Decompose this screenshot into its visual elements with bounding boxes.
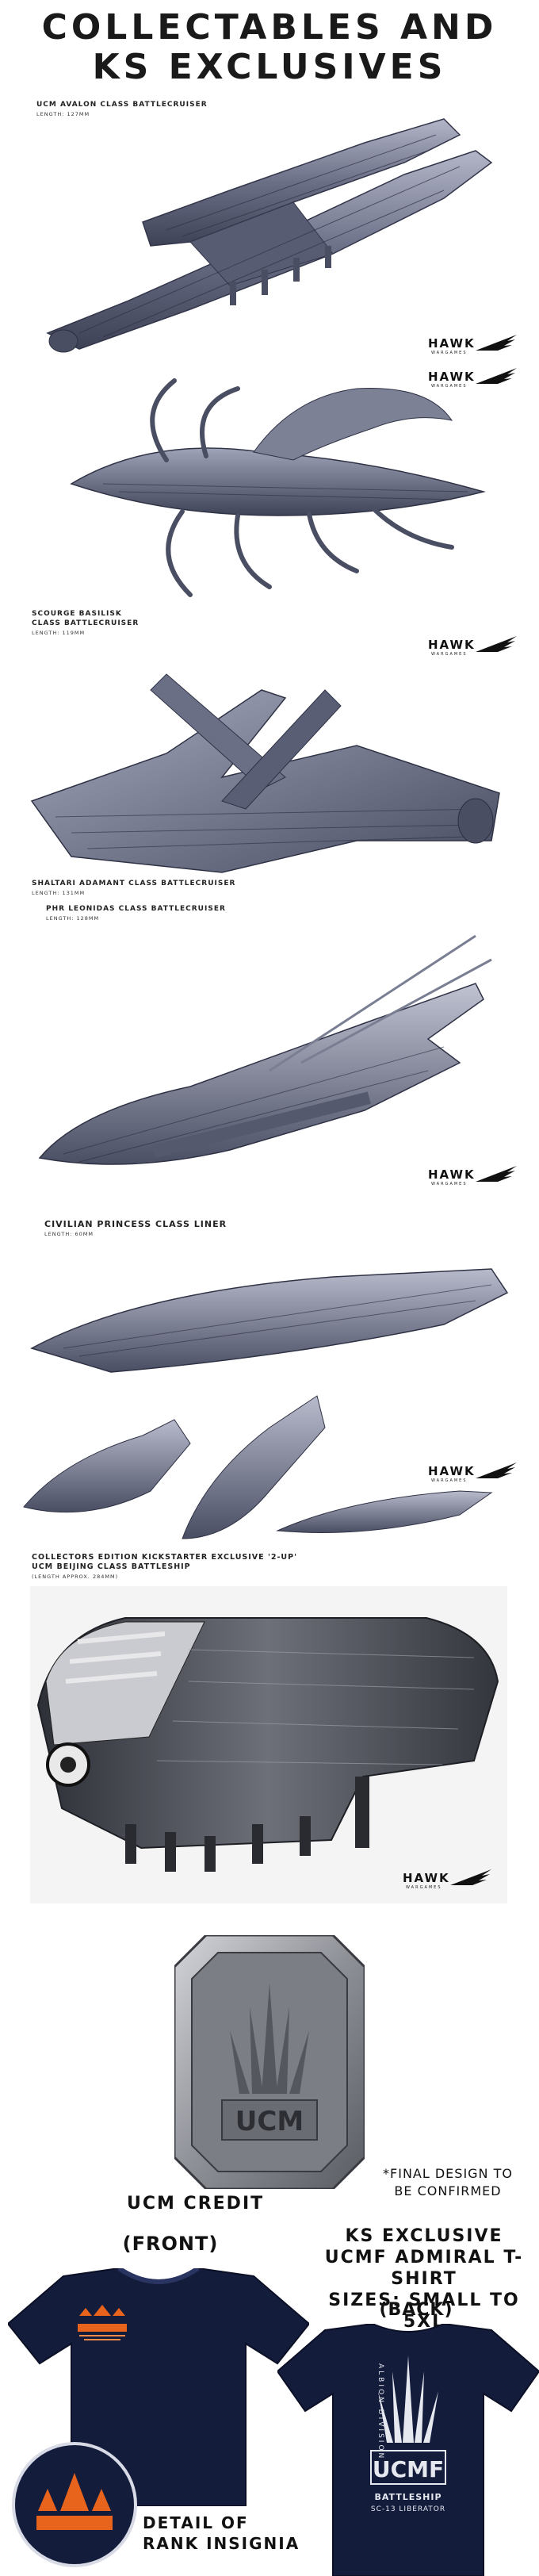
basilisk-caption: SCOURGE BASILISK CLASS BATTLECRUISER LEN… (32, 609, 139, 638)
ucm-credit-label: UCM CREDIT (127, 2194, 265, 2214)
collectors-line3: (LENGTH APPROX. 284MM) (32, 1574, 119, 1580)
tshirt-back: UCMF BATTLESHIP SC-13 LIBERATOR ALBION D… (277, 2324, 539, 2576)
hawk-wing-icon (476, 368, 517, 384)
princess-length: LENGTH: 60MM (44, 1231, 94, 1237)
hawk-logo-sub: WARGAMES (431, 1182, 468, 1186)
back-line1: BATTLESHIP (374, 2492, 442, 2502)
hawk-logo-text: HAWK (428, 638, 476, 652)
hawk-logo-4: HAWK WARGAMES (428, 1164, 523, 1196)
beijing-battleship-photo: HAWK WARGAMES (30, 1586, 507, 1903)
hawk-logo-5: HAWK WARGAMES (428, 1461, 523, 1493)
collectors-line1: COLLECTORS EDITION KICKSTARTER EXCLUSIVE… (32, 1553, 297, 1562)
leonidas-battlecruiser-render (38, 934, 492, 1165)
adamant-caption: SHALTARI ADAMANT CLASS BATTLECRUISER LEN… (32, 879, 235, 898)
hawk-logo-sub: WARGAMES (406, 1885, 442, 1890)
basilisk-name-line1: SCOURGE BASILISK (32, 610, 122, 618)
beijing-battleship-render (36, 1617, 499, 1872)
hawk-wing-icon (476, 1166, 517, 1182)
hawk-wing-icon (476, 636, 517, 652)
hawk-logo-sub: WARGAMES (431, 652, 468, 657)
leonidas-caption: PHR LEONIDAS CLASS BATTLECRUISER LENGTH:… (46, 904, 226, 923)
ucm-credit-coin: UCM (174, 1935, 365, 2189)
adamant-length: LENGTH: 131MM (32, 890, 86, 896)
back-wing-emblem-icon (378, 2356, 438, 2443)
leonidas-name: PHR LEONIDAS CLASS BATTLECRUISER (46, 905, 226, 913)
back-label: (BACK) (379, 2300, 453, 2320)
insignia-caption-line2: RANK INSIGNIA (143, 2534, 300, 2553)
page-title-line2: KS EXCLUSIVES (92, 47, 447, 87)
coin-text: UCM (235, 2106, 304, 2137)
princess-liner-render (23, 1268, 509, 1539)
hawk-logo-sub: WARGAMES (431, 351, 468, 355)
princess-caption: CIVILIAN PRINCESS CLASS LINER LENGTH: 60… (44, 1220, 227, 1239)
hawk-logo-3: HAWK WARGAMES (428, 634, 523, 666)
page-title-line1: COLLECTABLES AND (41, 7, 498, 48)
basilisk-battlecruiser-render (70, 378, 486, 597)
hawk-wing-icon (476, 335, 517, 351)
credit-note: *FINAL DESIGN TO BE CONFIRMED (373, 2165, 523, 2200)
back-logo-text: UCMF (373, 2456, 444, 2482)
hawk-logo-text: HAWK (428, 1464, 476, 1478)
hawk-wing-icon (476, 1462, 517, 1478)
tshirt-heading-line3: SIZES: SMALL TO 5XL (328, 2290, 520, 2332)
adamant-battlecruiser-render (30, 673, 500, 873)
rank-insignia-icon (36, 2473, 113, 2530)
avalon-length: LENGTH: 127MM (36, 111, 90, 117)
back-vertical-text: ALBION DIVISION (377, 2363, 384, 2460)
hawk-logo-sub: WARGAMES (431, 1478, 468, 1483)
insignia-caption-line1: DETAIL OF (143, 2513, 249, 2532)
hawk-logo-text: HAWK (428, 336, 476, 351)
insignia-caption: DETAIL OF RANK INSIGNIA (143, 2513, 300, 2554)
princess-name: CIVILIAN PRINCESS CLASS LINER (44, 1219, 227, 1229)
rank-insignia-detail (12, 2442, 137, 2567)
tshirt-heading-line2: UCMF ADMIRAL T-SHIRT (324, 2248, 524, 2289)
front-rank-emblem-icon (78, 2305, 127, 2332)
tshirt-heading: KS EXCLUSIVE UCMF ADMIRAL T-SHIRT SIZES:… (309, 2225, 539, 2333)
adamant-name: SHALTARI ADAMANT CLASS BATTLECRUISER (32, 880, 236, 887)
credit-note-line2: BE CONFIRMED (394, 2183, 502, 2198)
hawk-logo-1: HAWK WARGAMES (428, 333, 523, 365)
hawk-logo-sub: WARGAMES (431, 384, 468, 389)
avalon-caption: UCM AVALON CLASS BATTLECRUISER LENGTH: 1… (36, 100, 208, 119)
hawk-logo-2: HAWK WARGAMES (428, 366, 523, 398)
hawk-wing-icon (450, 1869, 491, 1885)
hawk-logo-text: HAWK (428, 1167, 476, 1182)
basilisk-length: LENGTH: 119MM (32, 630, 86, 636)
collectors-caption: COLLECTORS EDITION KICKSTARTER EXCLUSIVE… (32, 1553, 297, 1581)
hawk-logo-6: HAWK WARGAMES (403, 1868, 498, 1899)
basilisk-name-line2: CLASS BATTLECRUISER (32, 619, 140, 627)
avalon-name: UCM AVALON CLASS BATTLECRUISER (36, 101, 208, 109)
collectors-line2: UCM BEIJING CLASS BATTLESHIP (32, 1562, 191, 1571)
hawk-logo-text: HAWK (428, 370, 476, 384)
back-line2: SC-13 LIBERATOR (371, 2505, 445, 2513)
front-label: (FRONT) (122, 2233, 219, 2255)
leonidas-length: LENGTH: 128MM (46, 915, 100, 922)
hawk-logo-text: HAWK (403, 1871, 450, 1885)
tshirt-heading-line1: KS EXCLUSIVE (345, 2226, 503, 2246)
credit-note-line1: *FINAL DESIGN TO (383, 2166, 513, 2181)
page-title: COLLECTABLES AND KS EXCLUSIVES (0, 8, 539, 87)
avalon-battlecruiser-render (46, 118, 493, 353)
